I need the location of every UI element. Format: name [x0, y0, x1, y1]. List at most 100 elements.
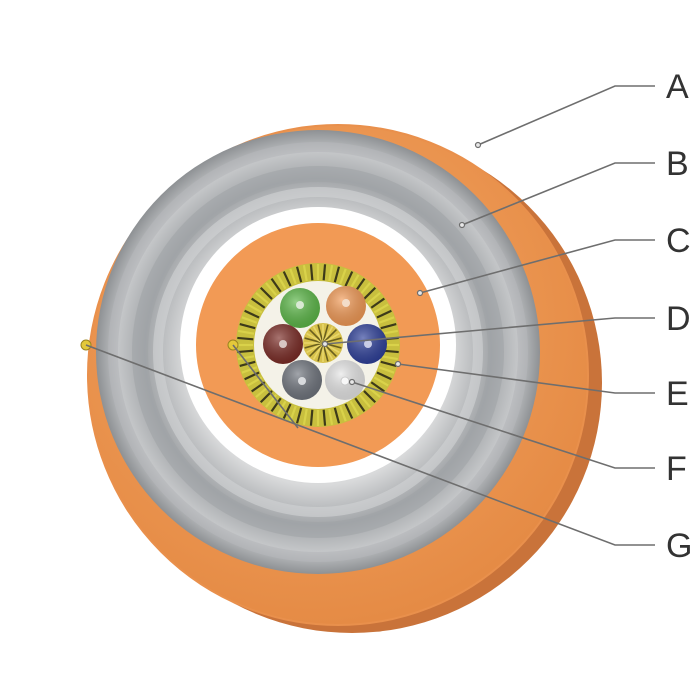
yarn-strand: [358, 394, 371, 408]
central-member-strand: [304, 342, 324, 349]
leader-c: [419, 239, 655, 294]
leader-c-end: [416, 289, 424, 297]
yarn-strand: [309, 409, 314, 426]
yarn-strand: [302, 265, 308, 282]
label-d: D: [666, 300, 691, 338]
central-member-strand: [317, 342, 324, 362]
label-b: B: [666, 145, 689, 183]
yarn-strand: [247, 303, 263, 314]
yarn-strand: [381, 329, 398, 335]
yarn-strand: [238, 355, 255, 361]
leader-a-end: [474, 141, 482, 149]
leader-d: [324, 317, 655, 345]
yarn-strand: [241, 366, 258, 374]
central-member-strand: [312, 342, 324, 360]
yarn-strand: [322, 409, 327, 426]
yarn-strand: [363, 390, 377, 404]
yarn-strand: [381, 355, 398, 361]
central-member-strand: [304, 337, 324, 344]
central-member-strand: [322, 328, 338, 344]
yarn-strand: [244, 371, 260, 381]
yarn-strand: [259, 286, 273, 300]
yarn-strand: [344, 403, 354, 419]
fiber-blue: [347, 324, 387, 364]
yarn-strand: [376, 309, 392, 319]
yarn-strand: [241, 316, 258, 324]
yarn-strand: [373, 376, 389, 387]
yarn-strands: [237, 264, 399, 426]
leader-f-end: [348, 378, 356, 386]
label-f: F: [666, 450, 687, 488]
leader-b: [461, 162, 655, 226]
yarn-strand: [378, 366, 395, 374]
leader-b-end: [458, 221, 466, 229]
yarn-strand: [289, 268, 297, 285]
leader-a: [477, 85, 655, 146]
central-member-strand: [306, 332, 324, 344]
yarn-strand: [344, 271, 354, 287]
yarn-strand: [244, 309, 260, 319]
leader-e: [397, 363, 655, 394]
yarn-strand: [367, 292, 381, 305]
yarn-strand: [328, 265, 334, 282]
yarn-strand: [380, 322, 397, 330]
central-member-strand: [308, 328, 324, 344]
central-member-strand: [306, 342, 324, 354]
leader-d-end: [321, 340, 329, 348]
yarn-strand: [358, 282, 371, 296]
outer-jacket-rim: [87, 124, 589, 626]
yarn-strand: [255, 292, 269, 305]
yarn-strand: [370, 297, 385, 309]
fiber-brown: [263, 324, 303, 364]
yarn-strand: [363, 286, 377, 300]
armor-ring-1: [108, 142, 528, 562]
leader-g-outer: [85, 344, 655, 546]
yarn-strand: [282, 403, 292, 419]
yarn-strand: [370, 381, 385, 393]
yarn-strand: [238, 329, 255, 335]
leader-f: [351, 381, 655, 469]
yarn-strand: [265, 282, 278, 296]
yarn-strand: [349, 274, 360, 290]
leader-lines: [85, 85, 655, 546]
yarn-strand: [339, 405, 347, 422]
fiber-orange: [326, 286, 366, 326]
yarn-strand: [282, 271, 292, 287]
yarn-strand: [333, 407, 341, 424]
yarn-strand: [376, 371, 392, 381]
yarn-strand: [339, 268, 347, 285]
fiber-white: [325, 360, 365, 400]
yarn-strand: [349, 400, 360, 416]
armor-ring-2: [132, 166, 504, 538]
yarn-strand: [380, 360, 397, 368]
central-member-strand: [322, 324, 329, 344]
yarn-strand: [239, 322, 256, 330]
yarn-strand: [251, 297, 266, 309]
central-member-strand: [317, 324, 324, 344]
yarn-strand: [295, 266, 303, 283]
label-e: E: [666, 375, 689, 413]
yarn-strand: [237, 349, 254, 354]
yarn-strand: [378, 316, 395, 324]
yarn-strand: [354, 397, 366, 412]
yarn-strand: [276, 274, 287, 290]
armor-ring-3: [153, 187, 483, 517]
central-member-strand: [322, 326, 334, 344]
label-a: A: [666, 68, 689, 106]
yarn-strand: [237, 336, 254, 341]
central-member-strand: [308, 342, 324, 358]
yarn-strand: [333, 266, 341, 283]
leader-e-end: [394, 360, 402, 368]
yarn-strand: [309, 264, 314, 281]
fiber-gray: [282, 360, 322, 400]
label-g: G: [666, 527, 692, 565]
central-member-strand: [312, 326, 324, 344]
callout-labels: A B C D E F G: [666, 68, 692, 565]
yarn-strand: [322, 264, 327, 281]
yarn-strand: [295, 407, 303, 424]
leader-g-inner: [232, 344, 299, 429]
yarn-strand: [373, 303, 389, 314]
yarn-strand: [302, 408, 308, 425]
yarn-strand: [270, 397, 282, 412]
